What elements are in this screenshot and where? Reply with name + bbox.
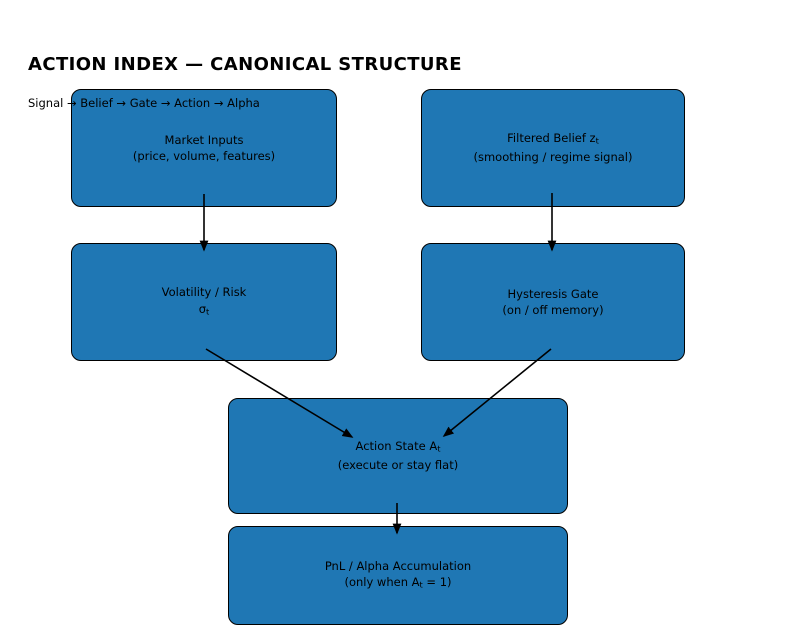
filtered-belief-sublabel: (smoothing / regime signal) [473, 150, 633, 165]
box-volatility-risk: Volatility / Risk σt [71, 243, 337, 361]
hysteresis-gate-sublabel: (on / off memory) [502, 303, 604, 317]
action-state-sublabel: (execute or stay flat) [337, 458, 459, 473]
volatility-risk-label: Volatility / Risk [161, 285, 247, 300]
action-state-label-text: Action State A [355, 439, 438, 454]
market-inputs-sublabel: (price, volume, features) [132, 149, 276, 163]
filtered-belief-subscript: t [595, 135, 599, 146]
action-state-subscript: t [437, 443, 441, 454]
pnl-alpha-sublabel: (only when At = 1) [344, 574, 451, 593]
action-state-label: Action State At [356, 438, 441, 457]
box-pnl-alpha: PnL / Alpha Accumulation (only when At =… [228, 526, 568, 625]
filtered-belief-label-text: Filtered Belief z [507, 131, 596, 146]
diagram-title: ACTION INDEX — CANONICAL STRUCTURE [28, 54, 462, 75]
box-market-inputs: Market Inputs (price, volume, features) [71, 89, 337, 207]
pnl-condition-pre: (only when A [344, 575, 420, 590]
hysteresis-gate-label: Hysteresis Gate [507, 286, 599, 301]
pnl-condition-post: = 1) [422, 575, 452, 590]
market-inputs-label: Market Inputs [164, 132, 244, 147]
sigma-subscript: t [206, 306, 210, 317]
pnl-condition-subscript: t [419, 579, 423, 590]
filtered-belief-label: Filtered Belief zt [507, 130, 599, 149]
sigma-symbol: σ [198, 301, 207, 316]
diagram-subtitle: Signal → Belief → Gate → Action → Alpha [28, 96, 260, 110]
box-filtered-belief: Filtered Belief zt (smoothing / regime s… [421, 89, 685, 207]
pnl-alpha-label: PnL / Alpha Accumulation [324, 558, 472, 573]
box-hysteresis-gate: Hysteresis Gate (on / off memory) [421, 243, 685, 361]
box-action-state: Action State At (execute or stay flat) [228, 398, 568, 514]
volatility-risk-symbol: σt [199, 301, 210, 320]
